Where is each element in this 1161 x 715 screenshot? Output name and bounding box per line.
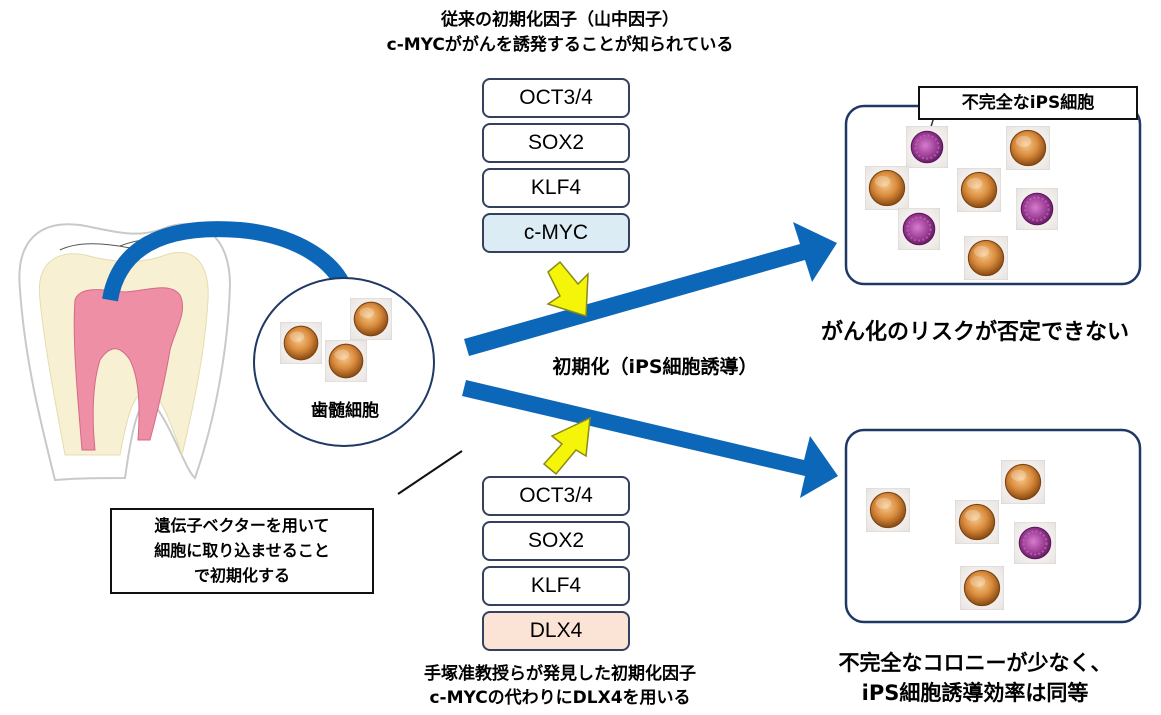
bottom-colony-box bbox=[844, 428, 1142, 624]
vector-note-connector bbox=[397, 450, 463, 495]
incomplete-ips-cell-icon bbox=[906, 126, 948, 168]
factor-oct34: OCT3/4 bbox=[482, 476, 630, 516]
vector-note-callout: 遺伝子ベクターを用いて 細胞に取り込ませること で初期化する bbox=[110, 508, 374, 594]
complete-ips-cell-icon bbox=[1001, 460, 1045, 504]
complete-ips-cell-icon bbox=[957, 168, 1001, 212]
dental-pulp-label: 歯髄細胞 bbox=[311, 401, 379, 421]
dental-pulp-cell-icon bbox=[325, 340, 367, 382]
bottom-caption: 手塚准教授らが発見した初期化因子 c-MYCの代わりにDLX4を用いる bbox=[350, 662, 770, 710]
incomplete-ips-cell-icon bbox=[1016, 188, 1058, 230]
bottom-result-line2: iPS細胞誘導効率は同等 bbox=[861, 681, 1089, 705]
factor-dlx4: DLX4 bbox=[482, 611, 630, 651]
reprogramming-arrow-up bbox=[464, 222, 837, 356]
factor-oct34: OCT3/4 bbox=[482, 78, 630, 118]
top-result-text: がん化のリスクが否定できない bbox=[820, 320, 1129, 345]
bottom-result-text: 不完全なコロニーが少なく、 iPS細胞誘導効率は同等 bbox=[795, 648, 1155, 708]
factor-sox2: SOX2 bbox=[482, 521, 630, 561]
top-caption: 従来の初期化因子（山中因子） c-MYCががんを誘発することが知られている bbox=[330, 8, 790, 58]
factor-sox2: SOX2 bbox=[482, 123, 630, 163]
top-caption-line2: c-MYCががんを誘発することが知られている bbox=[386, 35, 734, 55]
factor-klf4: KLF4 bbox=[482, 566, 630, 606]
incomplete-ips-cell-label: 不完全なiPS細胞 bbox=[918, 86, 1138, 120]
top-colony-box bbox=[844, 96, 1142, 286]
complete-ips-cell-icon bbox=[866, 488, 910, 532]
bottom-result-line1: 不完全なコロニーが少なく、 bbox=[838, 651, 1112, 675]
factor-c-myc: c-MYC bbox=[482, 213, 630, 253]
reprogramming-label: 初期化（iPS細胞誘導） bbox=[552, 356, 758, 378]
bottom-factor-stack: OCT3/4 SOX2 KLF4 DLX4 bbox=[482, 476, 630, 656]
reprogramming-arrow-down bbox=[462, 380, 838, 498]
incomplete-ips-cell-icon bbox=[1014, 522, 1056, 564]
incomplete-ips-cell-icon bbox=[898, 208, 940, 250]
complete-ips-cell-icon bbox=[1006, 126, 1050, 170]
bottom-factor-pointer bbox=[542, 416, 591, 476]
complete-ips-cell-icon bbox=[960, 566, 1004, 610]
tooth-illustration bbox=[18, 223, 232, 482]
complete-ips-cell-icon bbox=[964, 236, 1008, 280]
dental-pulp-cell-icon bbox=[280, 322, 322, 364]
complete-ips-cell-icon bbox=[955, 500, 999, 544]
factor-klf4: KLF4 bbox=[482, 168, 630, 208]
top-factor-pointer bbox=[546, 260, 589, 318]
complete-ips-cell-icon bbox=[865, 166, 909, 210]
vector-note-line3: で初期化する bbox=[193, 566, 290, 585]
vector-note-line2: 細胞に取り込ませること bbox=[154, 541, 330, 560]
dental-pulp-cell-group bbox=[253, 277, 435, 447]
top-factor-stack: OCT3/4 SOX2 KLF4 c-MYC bbox=[482, 78, 630, 258]
dental-pulp-cell-icon bbox=[350, 298, 392, 340]
vector-note-line1: 遺伝子ベクターを用いて bbox=[154, 516, 330, 535]
bottom-caption-line1: 手塚准教授らが発見した初期化因子 bbox=[424, 664, 696, 684]
bottom-caption-line2: c-MYCの代わりにDLX4を用いる bbox=[429, 688, 691, 708]
top-caption-line1: 従来の初期化因子（山中因子） bbox=[441, 10, 679, 30]
